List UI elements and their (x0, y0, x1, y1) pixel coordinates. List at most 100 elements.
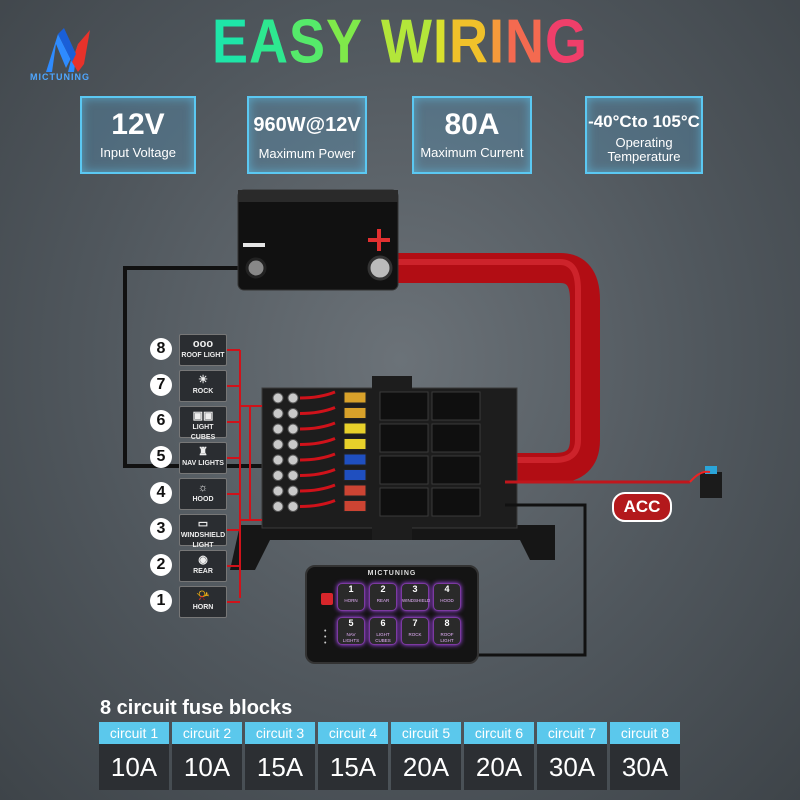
terminal-bolt (272, 423, 284, 435)
circuit-label-1: 📯 HORN (179, 586, 227, 618)
windshield-light-icon: ▭ (197, 518, 209, 530)
circuit-number-7: 7 (150, 374, 172, 396)
blade-fuse (343, 422, 367, 435)
circuit-label-7: ☀ROCK (179, 370, 227, 402)
button-label: HORN (344, 598, 358, 603)
fuse-circuit-label: circuit 6 (464, 722, 534, 744)
fuse-table-title: 8 circuit fuse blocks (100, 697, 293, 719)
roof-light-icon: ooo (192, 338, 214, 350)
terminal-bolt (272, 501, 284, 512)
terminal-bolt (287, 408, 299, 419)
horn-icon: 📯 (196, 590, 210, 602)
blade-fuse (343, 407, 367, 419)
fuse-amp-value: 20A (391, 744, 461, 790)
circuit-label-6: ▣▣LIGHT CUBES (179, 406, 227, 441)
rock-light-icon: ☀ (198, 374, 208, 386)
fuse-amp-value: 15A (245, 744, 315, 790)
spec-maximum-current: 80A Maximum Current (412, 96, 532, 174)
terminal-bolt (287, 423, 299, 435)
fuse-circuit-label: circuit 1 (99, 722, 169, 744)
button-label: LIGHT CUBES (375, 632, 391, 643)
title-letter: E (211, 7, 249, 77)
button-number: 4 (444, 584, 450, 594)
battery-minus-icon (243, 243, 265, 247)
power-button[interactable] (321, 593, 333, 605)
button-label: HOOD (440, 598, 454, 603)
blade-fuse (343, 500, 367, 512)
brand-name: MICTUNING (30, 72, 90, 82)
nav-lights-icon: ♜ (198, 446, 208, 458)
circuit-number-2: 2 (150, 554, 172, 576)
button-number: 3 (412, 584, 418, 594)
spec-label: Maximum Current (420, 145, 524, 160)
relay (379, 423, 429, 453)
page-title: EASY WIRING (0, 6, 800, 77)
fuse-amp-value: 30A (610, 744, 680, 790)
hood-icon: ☼ (197, 482, 209, 494)
title-letter: I (489, 7, 506, 77)
relay (431, 391, 481, 421)
spec-value: 12V (111, 108, 165, 141)
fuse-box (261, 376, 518, 540)
terminal-bolt (287, 392, 299, 404)
circuit-label-4: ☼HOOD (179, 478, 227, 510)
status-dots-icon: ••• (324, 628, 327, 647)
button-number: 1 (348, 584, 354, 594)
spec-operating-temperature: -40°Cto 105°C Operating Temperature (585, 96, 703, 174)
button-label: NAV LIGHTS (342, 632, 360, 643)
fuse-circuit-label: circuit 2 (172, 722, 242, 744)
terminal-bolt (287, 454, 299, 466)
spec-value: 80A (444, 108, 500, 141)
battery (237, 189, 399, 291)
spec-label: Input Voltage (100, 145, 176, 160)
button-label: ROOF LIGHT (440, 632, 454, 643)
circuit-label-text: NAV LIGHTS (182, 460, 224, 467)
relay (431, 455, 481, 485)
terminal-bolt (272, 485, 284, 497)
fuse-circuit-label: circuit 5 (391, 722, 461, 744)
terminal-bolt (272, 470, 284, 481)
terminal-bolt (272, 454, 284, 466)
brand-logo-icon (46, 28, 90, 72)
button-number: 7 (412, 618, 418, 628)
title-letter: A (248, 7, 289, 77)
controller-brand: MICTUNING (367, 570, 417, 577)
circuit-number-8: 8 (150, 338, 172, 360)
spec-label: Maximum Power (258, 146, 356, 161)
button-number: 6 (380, 618, 386, 628)
acc-badge: ACC (612, 492, 672, 522)
button-number: 8 (444, 618, 450, 628)
terminal-bolt (272, 439, 284, 450)
fuse-circuit-label: circuit 3 (245, 722, 315, 744)
title-letter: G (545, 7, 589, 77)
terminal-bolt (287, 501, 299, 512)
circuit-label-text: HORN (192, 604, 214, 611)
fuse-amp-value: 10A (99, 744, 169, 790)
blade-fuse (343, 484, 367, 497)
relay (379, 391, 429, 421)
title-letter: R (449, 7, 490, 77)
add-a-fuse-tap (700, 472, 722, 498)
blade-fuse (343, 438, 367, 450)
circuit-number-5: 5 (150, 446, 172, 468)
fuse-amp-value: 30A (537, 744, 607, 790)
fuse-amp-value: 15A (318, 744, 388, 790)
terminal-bolt (287, 485, 299, 497)
